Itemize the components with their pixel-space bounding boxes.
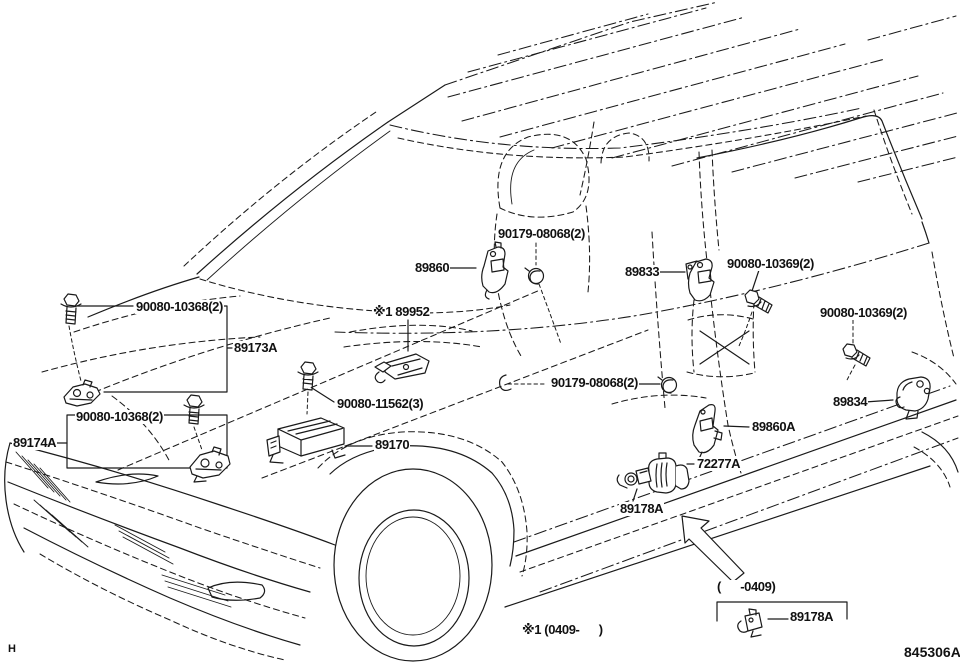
interior <box>117 132 756 479</box>
part-number-label[interactable]: 90080-10368(2) <box>75 409 164 424</box>
occupant-sensor-icon <box>374 353 430 384</box>
occupant-sensor-icon <box>737 608 763 638</box>
part-number-label[interactable]: 90080-10369(2) <box>819 305 908 320</box>
side-airbag-sensor-icon <box>685 258 715 302</box>
front-wheel <box>317 431 528 662</box>
part-number-label[interactable]: 89174A <box>12 435 58 450</box>
part-number-label[interactable]: 89173A <box>233 340 279 355</box>
callout-bracket-early-production <box>716 601 848 622</box>
bolt-icon <box>842 343 871 367</box>
part-number-label[interactable]: 89833 <box>624 264 661 279</box>
front-airbag-sensor-icon <box>189 446 231 483</box>
roof-ribs <box>447 7 959 183</box>
part-number-label[interactable]: 89178A <box>619 501 665 516</box>
front-airbag-sensor-icon <box>63 379 101 407</box>
bolt-icon <box>297 361 319 391</box>
side-airbag-sensor-icon <box>895 376 931 420</box>
side-airbag-sensor-icon <box>692 404 723 460</box>
side-airbag-sensor-icon <box>481 241 509 300</box>
vehicle-outline <box>4 1 959 662</box>
rear-body <box>911 351 959 488</box>
part-icons <box>60 241 931 638</box>
production-note: ( -0409) <box>716 579 777 594</box>
part-number-label[interactable]: 89860 <box>414 260 451 275</box>
viewpoint-arrow-icon <box>681 515 745 583</box>
bolt-icon <box>60 293 82 325</box>
airbag-ecu-icon <box>266 417 346 464</box>
part-number-label[interactable]: 89178A <box>789 609 835 624</box>
part-number-label[interactable]: 89834 <box>832 394 869 409</box>
part-number-label[interactable]: 90179-08068(2) <box>497 226 586 241</box>
occupant-sensor-icon <box>616 467 652 489</box>
windshield-hood <box>41 111 511 463</box>
part-number-label[interactable]: 90080-10368(2) <box>135 299 224 314</box>
front-bumper <box>4 442 336 661</box>
part-number-label[interactable]: ※1 89952 <box>372 304 431 319</box>
production-note: ※1 (0409- ) <box>521 622 604 637</box>
part-number-label[interactable]: 89170 <box>374 437 411 452</box>
flange-nut-icon <box>524 267 545 285</box>
sheet-letter: H <box>7 643 17 656</box>
part-number-label[interactable]: 90080-11562(3) <box>336 396 425 411</box>
part-number-label[interactable]: 90179-08068(2) <box>550 375 639 390</box>
bolt-icon <box>183 394 205 425</box>
grille-hatching <box>15 451 232 608</box>
part-number-label[interactable]: 72277A <box>696 456 742 471</box>
bolt-icon <box>744 289 773 314</box>
roof-edges <box>387 1 867 159</box>
pillars-and-windows <box>334 109 955 474</box>
connector-bracket-icon <box>648 452 690 494</box>
part-number-label[interactable]: 90080-10369(2) <box>726 256 815 271</box>
part-number-label[interactable]: 89860A <box>751 419 797 434</box>
flange-nut-icon <box>657 376 678 394</box>
figure-code: 845306A <box>903 644 960 660</box>
